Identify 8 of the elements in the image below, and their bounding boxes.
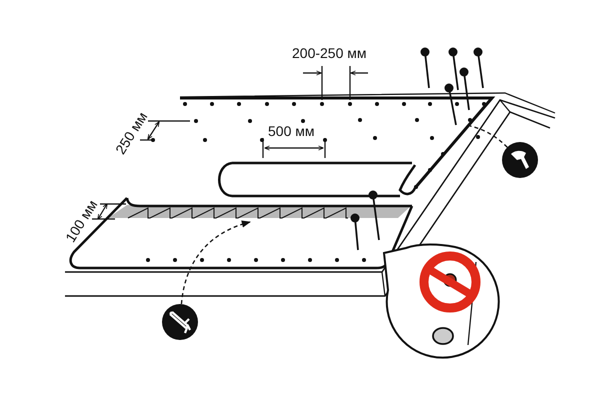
leader-line [180, 220, 251, 304]
dimension-label: 100 мм [63, 198, 100, 244]
dimension-label: 250 мм [113, 110, 150, 156]
dimension-label: 200-250 мм [292, 46, 367, 60]
caulk-gun-icon [162, 304, 198, 340]
leader-line [470, 125, 508, 148]
hammer-icon [502, 142, 538, 178]
dimension-label: 500 мм [268, 124, 314, 138]
